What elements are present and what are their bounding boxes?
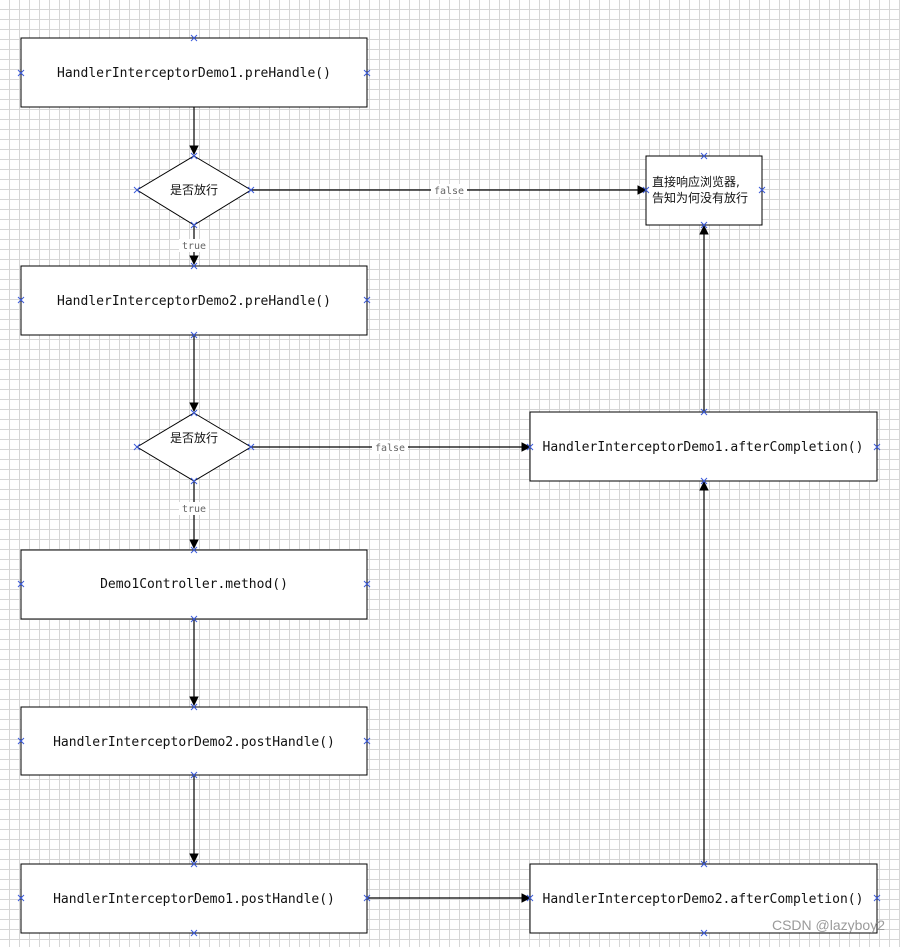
connection-point-marker bbox=[700, 477, 708, 485]
connection-point-marker bbox=[526, 894, 534, 902]
connection-point-marker bbox=[700, 860, 708, 868]
connection-point-marker bbox=[363, 737, 371, 745]
node-pre1: HandlerInterceptorDemo1.preHandle() bbox=[20, 37, 368, 108]
connection-point-marker bbox=[17, 737, 25, 745]
node-decision1-label: 是否放行 bbox=[170, 182, 218, 197]
edge-label-d2-false: false bbox=[375, 443, 405, 454]
connection-point-marker bbox=[17, 296, 25, 304]
connection-point-marker bbox=[133, 186, 141, 194]
connection-point-marker bbox=[758, 186, 766, 194]
connection-point-marker bbox=[190, 477, 198, 485]
edge-label-d1-false: false bbox=[434, 186, 464, 197]
connection-point-marker bbox=[17, 580, 25, 588]
node-pre2: HandlerInterceptorDemo2.preHandle() bbox=[20, 265, 368, 336]
connection-point-marker bbox=[190, 409, 198, 417]
node-after1-label: HandlerInterceptorDemo1.afterCompletion(… bbox=[543, 440, 864, 455]
connection-point-marker bbox=[17, 894, 25, 902]
connection-point-marker bbox=[190, 221, 198, 229]
edge-label-d1-true: true bbox=[182, 241, 206, 252]
node-post2: HandlerInterceptorDemo2.postHandle() bbox=[20, 706, 368, 776]
connection-point-marker bbox=[17, 69, 25, 77]
connection-point-marker bbox=[133, 443, 141, 451]
connection-point-marker bbox=[363, 69, 371, 77]
node-after2: HandlerInterceptorDemo2.afterCompletion(… bbox=[529, 863, 878, 934]
connection-point-markers bbox=[17, 34, 881, 937]
node-decision2: 是否放行 bbox=[136, 412, 252, 482]
connection-point-marker bbox=[700, 408, 708, 416]
connection-point-marker bbox=[190, 331, 198, 339]
connection-point-marker bbox=[190, 703, 198, 711]
connection-point-marker bbox=[363, 894, 371, 902]
connection-point-marker bbox=[190, 860, 198, 868]
connection-point-marker bbox=[700, 221, 708, 229]
connection-point-marker bbox=[700, 152, 708, 160]
connection-point-marker bbox=[190, 771, 198, 779]
edges bbox=[189, 107, 709, 903]
node-decision2-label: 是否放行 bbox=[170, 430, 218, 445]
node-respond: 直接响应浏览器, 告知为何没有放行 bbox=[645, 155, 763, 226]
connection-point-marker bbox=[363, 296, 371, 304]
watermark: CSDN @lazyboy2 bbox=[772, 917, 885, 933]
node-after1: HandlerInterceptorDemo1.afterCompletion(… bbox=[529, 411, 878, 482]
node-method: Demo1Controller.method() bbox=[20, 549, 368, 620]
node-post1-label: HandlerInterceptorDemo1.postHandle() bbox=[53, 892, 335, 907]
connection-point-marker bbox=[190, 929, 198, 937]
connection-point-marker bbox=[247, 443, 255, 451]
node-post2-label: HandlerInterceptorDemo2.postHandle() bbox=[53, 735, 335, 750]
connection-point-marker bbox=[190, 615, 198, 623]
edge-label-d2-true: true bbox=[182, 504, 206, 515]
node-respond-line1: 直接响应浏览器, bbox=[652, 174, 740, 189]
connection-point-marker bbox=[700, 929, 708, 937]
node-pre2-label: HandlerInterceptorDemo2.preHandle() bbox=[57, 294, 331, 309]
node-respond-line2: 告知为何没有放行 bbox=[652, 190, 748, 205]
connection-point-marker bbox=[363, 580, 371, 588]
connection-point-marker bbox=[190, 262, 198, 270]
node-pre1-label: HandlerInterceptorDemo1.preHandle() bbox=[57, 66, 331, 81]
node-decision1: 是否放行 bbox=[136, 155, 252, 226]
connection-point-marker bbox=[190, 546, 198, 554]
node-after2-label: HandlerInterceptorDemo2.afterCompletion(… bbox=[543, 892, 864, 907]
connection-point-marker bbox=[526, 443, 534, 451]
node-post1: HandlerInterceptorDemo1.postHandle() bbox=[20, 863, 368, 934]
connection-point-marker bbox=[190, 34, 198, 42]
node-method-label: Demo1Controller.method() bbox=[100, 577, 288, 592]
connection-point-marker bbox=[873, 443, 881, 451]
connection-point-marker bbox=[873, 894, 881, 902]
connection-point-marker bbox=[247, 186, 255, 194]
connection-point-marker bbox=[642, 186, 650, 194]
connection-point-marker bbox=[190, 152, 198, 160]
